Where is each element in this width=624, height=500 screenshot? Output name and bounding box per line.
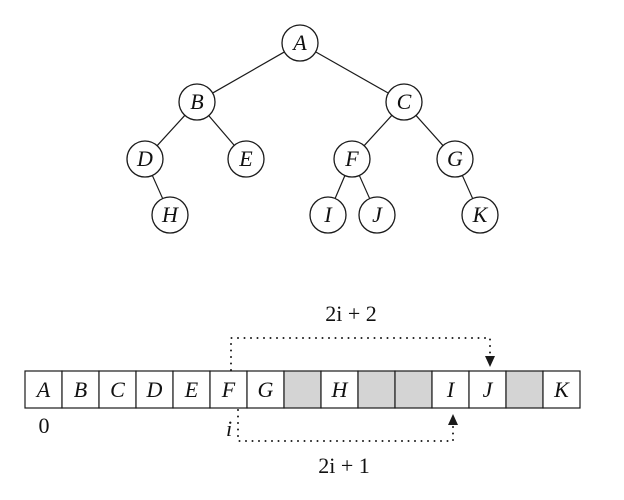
cell-box [468,370,507,409]
left-child-formula: 2i + 1 [318,453,370,478]
cell-label: K [553,377,570,402]
node-circle [461,196,499,234]
node-circle [227,140,265,178]
cell-box [209,370,248,409]
tree-nodes: A B C D E F G H I J K [126,24,499,234]
node-circle [358,196,396,234]
node-circle [178,83,216,121]
cell-box [24,370,63,409]
cell-box [357,370,396,409]
node-circle [151,196,189,234]
tree-edge-b-e [208,115,235,146]
array-cell-empty [505,370,544,409]
node-label: B [190,89,203,114]
index-arrows: 2i + 2 2i + 1 0 i [39,301,495,478]
array-cell-g: G [246,370,285,409]
cell-box [394,370,433,409]
tree-edge-f-i [334,175,346,199]
tree-node-i: I [309,196,347,234]
tree-node-k: K [461,196,499,234]
index-i-label: i [226,416,232,441]
cell-label: E [184,377,199,402]
array-cell-j: J [468,370,507,409]
tree-edges [151,51,474,199]
cell-box [320,370,359,409]
array-cell-a: A [24,370,63,409]
tree-edge-a-c [315,51,389,94]
node-circle [436,140,474,178]
cell-box [135,370,174,409]
cell-box [505,370,544,409]
left-child-arrow [237,409,454,442]
array-cell-h: H [320,370,359,409]
array-cell-i: I [431,370,470,409]
tree-node-b: B [178,83,216,121]
node-circle [281,24,319,62]
node-label: E [238,146,253,171]
node-label: H [161,202,179,227]
cell-label: H [331,377,349,402]
array-cell-k: K [542,370,581,409]
right-child-arrowhead [485,356,495,367]
cell-label: D [146,377,163,402]
array-cell-d: D [135,370,174,409]
node-circle [333,140,371,178]
tree-node-a: A [281,24,319,62]
tree-edge-c-g [415,115,444,146]
tree-edge-b-d [156,114,186,147]
tree-node-c: C [385,83,423,121]
array-cell-c: C [98,370,137,409]
node-label: K [472,202,489,227]
array-cell-empty [283,370,322,409]
node-circle [126,140,164,178]
right-child-formula: 2i + 2 [325,301,377,326]
tree-edge-f-j [358,175,371,199]
tree-node-e: E [227,140,265,178]
cell-box [246,370,285,409]
index-zero-label: 0 [39,413,50,438]
node-circle [309,196,347,234]
tree-node-j: J [358,196,396,234]
cell-label: J [483,377,494,402]
cell-label: I [446,377,456,402]
cell-label: A [35,377,51,402]
node-circle [385,83,423,121]
tree-node-f: F [333,140,371,178]
node-label: J [372,202,383,227]
node-label: C [397,89,412,114]
array-cell-b: B [61,370,100,409]
tree-node-d: D [126,140,164,178]
node-label: A [291,30,307,55]
tree-edge-g-k [461,175,474,199]
tree-edge-c-f [363,114,393,147]
cell-label: C [110,377,125,402]
cell-box [98,370,137,409]
cell-box [542,370,581,409]
array-cell-e: E [172,370,211,409]
cell-box [431,370,470,409]
tree-node-g: G [436,140,474,178]
cell-label: F [221,377,236,402]
node-label: D [136,146,153,171]
node-label: F [344,146,359,171]
array-cell-f: F [209,370,248,409]
cell-box [172,370,211,409]
tree-edge-d-h [151,175,164,199]
cell-box [61,370,100,409]
right-child-arrow [230,337,491,371]
left-child-arrowhead [448,414,458,425]
array-cell-empty [394,370,433,409]
cell-label: G [258,377,274,402]
cell-box [283,370,322,409]
tree-edge-a-b [212,51,285,94]
node-label: G [447,146,463,171]
node-label: I [323,202,333,227]
array-cell-empty [357,370,396,409]
cell-label: B [74,377,87,402]
tree-node-h: H [151,196,189,234]
